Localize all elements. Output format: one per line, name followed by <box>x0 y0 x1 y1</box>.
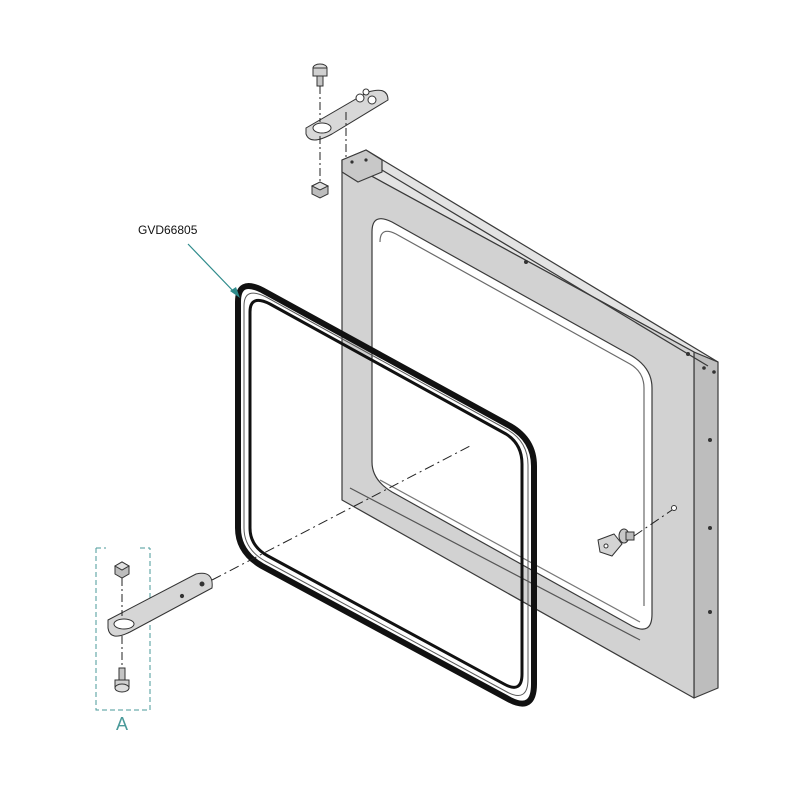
axis-latch-to-frame <box>633 509 673 537</box>
detail-a: A <box>95 547 213 734</box>
door-frame <box>341 149 719 699</box>
top-hinge-plate <box>305 88 389 141</box>
bottom-nut <box>113 561 131 579</box>
frame-side-face <box>693 351 719 699</box>
frame-opening-lip <box>379 230 645 606</box>
door-latch <box>597 528 635 557</box>
frame-bottom-rail <box>349 487 641 641</box>
frame-top-corner-bracket <box>341 149 383 183</box>
part-number-callout: GVD66805 <box>138 223 240 298</box>
frame-front-face <box>341 159 695 699</box>
frame-top-face <box>341 149 719 363</box>
frame-side-holes <box>350 158 716 614</box>
gasket-highlight <box>243 292 529 696</box>
assembly-axes <box>211 445 673 581</box>
part-number-label: GVD66805 <box>138 223 198 237</box>
top-bolt <box>312 63 328 87</box>
bottom-bolt <box>114 667 130 693</box>
gasket-seal <box>235 283 537 707</box>
gasket-inner <box>248 298 524 689</box>
gasket-outer <box>235 283 537 707</box>
top-nut <box>310 181 330 199</box>
top-alignment-axes <box>319 86 347 182</box>
callout-arrowhead <box>230 287 240 298</box>
detail-a-label: A <box>116 714 128 734</box>
latch-mount-hole <box>671 505 677 511</box>
frame-bottom-rail-inner <box>379 479 641 623</box>
detail-a-bracket <box>95 548 151 711</box>
axis-hinge-to-frame <box>211 445 471 581</box>
top-hinge-assembly <box>305 63 389 199</box>
bottom-hinge-plate <box>107 572 213 637</box>
callout-leader-line <box>187 243 237 295</box>
